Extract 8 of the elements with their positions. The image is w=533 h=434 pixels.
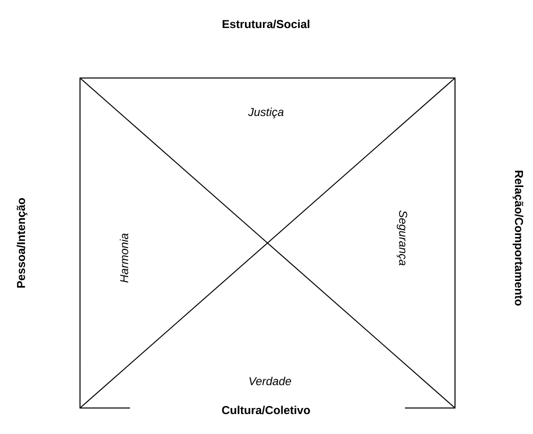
axis-label: Pessoa/Intenção	[16, 198, 28, 288]
region-label: Segurança	[396, 210, 408, 266]
region-label: Justiça	[248, 108, 284, 118]
axis-label: Cultura/Coletivo	[222, 406, 310, 414]
region-label: Harmonia	[120, 233, 128, 283]
region-label: Verdade	[249, 376, 292, 386]
axis-label: Estrutura/Social	[222, 20, 310, 28]
axis-label: Relação/Comportamento	[512, 170, 524, 306]
